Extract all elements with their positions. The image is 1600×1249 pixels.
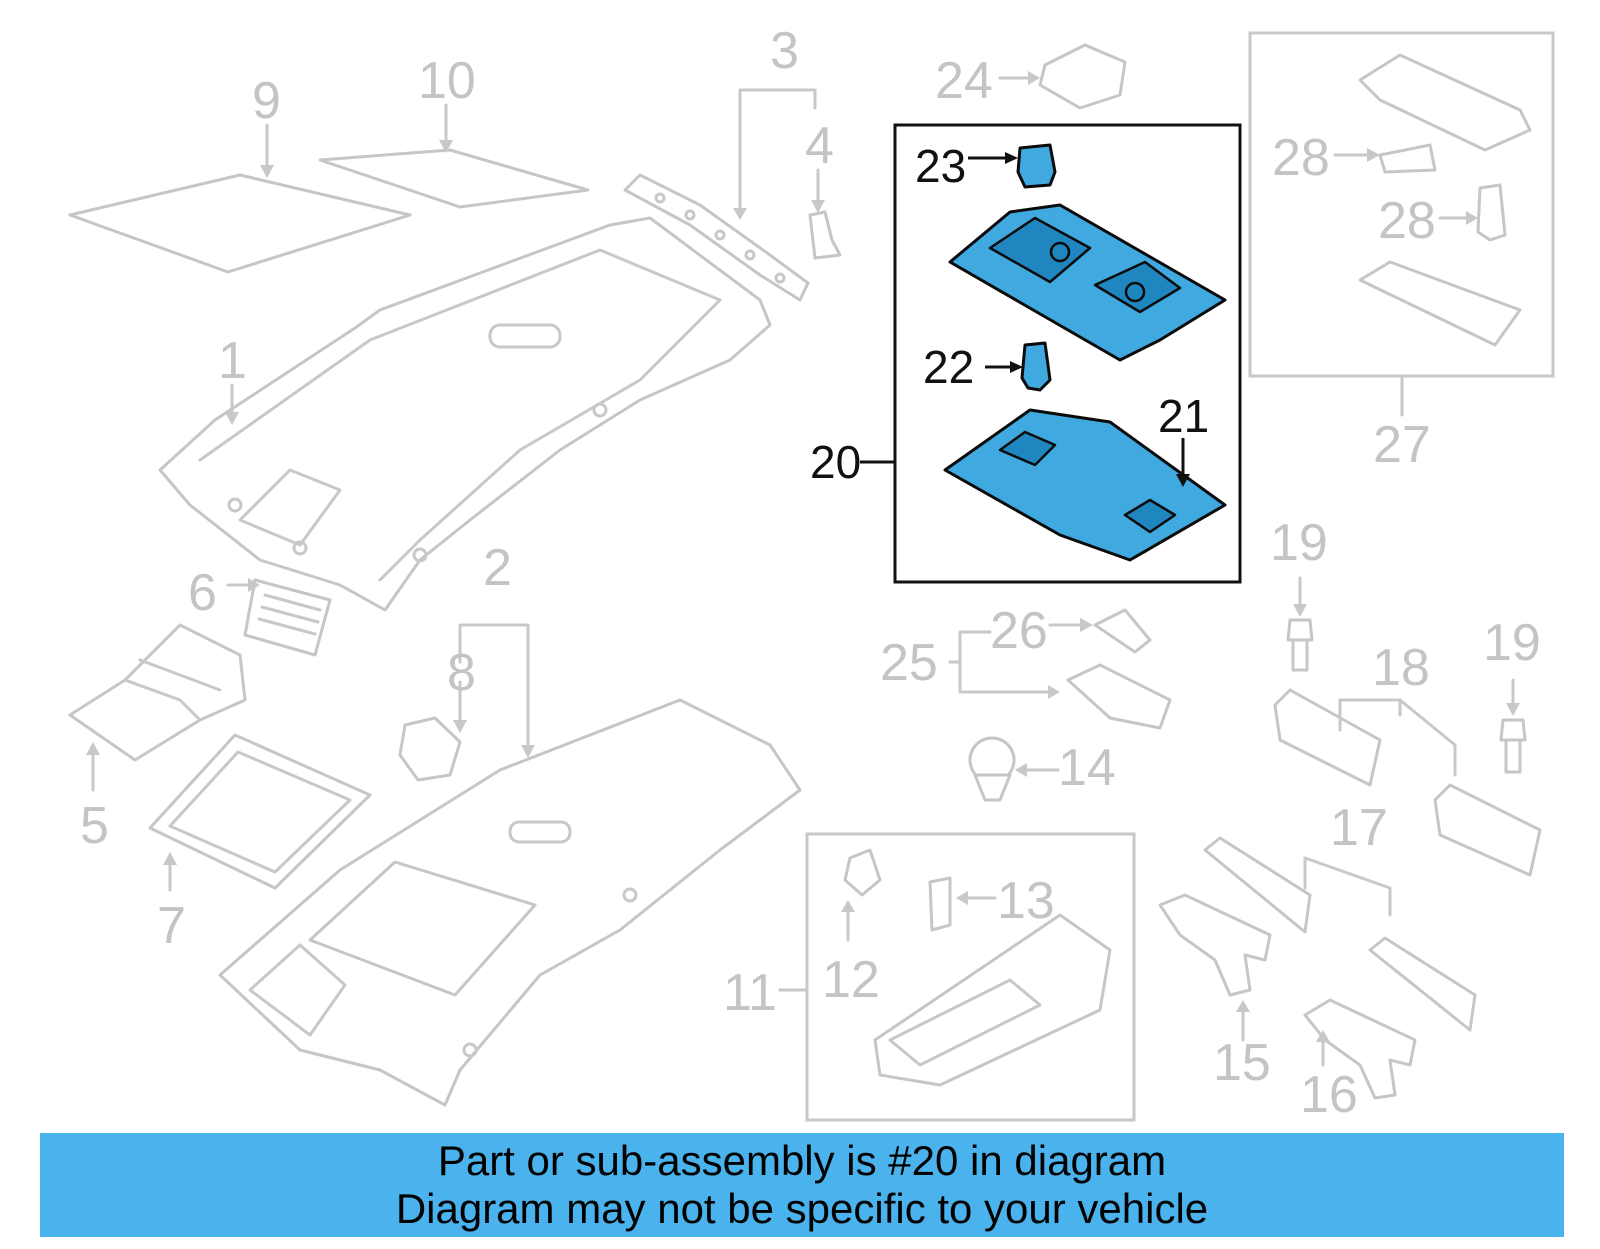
part-18-bracket <box>1273 688 1542 877</box>
callout-18: 18 <box>1372 639 1430 697</box>
callout-28a: 28 <box>1272 129 1330 187</box>
part-9-panel <box>68 173 412 274</box>
part-25-lamp <box>1066 663 1172 730</box>
part-17-grab-bracket <box>1203 836 1477 1032</box>
callout-19a: 19 <box>1270 514 1328 572</box>
callout-7: 7 <box>157 897 186 955</box>
part-24-switch <box>1038 43 1127 110</box>
part-2-headliner <box>218 698 802 1107</box>
part-10-panel <box>318 148 590 209</box>
callout-28b: 28 <box>1378 192 1436 250</box>
callout-23: 23 <box>915 140 966 192</box>
part-8-bracket <box>398 716 462 782</box>
assembly-27-box <box>1248 31 1555 378</box>
callout-19b: 19 <box>1483 614 1541 672</box>
part-14-plug <box>968 736 1016 802</box>
callout-2: 2 <box>483 539 512 597</box>
part-21-lens-cover <box>943 408 1227 562</box>
part-19-screw-b <box>1499 718 1527 774</box>
callout-1: 1 <box>218 332 247 390</box>
callout-27: 27 <box>1373 416 1431 474</box>
part-22-bulb <box>1020 341 1052 392</box>
callout-21: 21 <box>1158 390 1209 442</box>
callout-10: 10 <box>418 52 476 110</box>
part-23-bulb <box>1016 143 1057 189</box>
part-19-screw <box>1286 618 1314 672</box>
part-20-lamp-housing <box>948 203 1227 362</box>
callout-14: 14 <box>1058 739 1116 797</box>
part-15-handle <box>1158 893 1272 997</box>
info-banner: Part or sub-assembly is #20 in diagram D… <box>40 1133 1564 1237</box>
callout-12: 12 <box>822 951 880 1009</box>
callout-15: 15 <box>1213 1034 1271 1092</box>
callout-6: 6 <box>188 564 217 622</box>
part-26-bulb <box>1093 608 1152 654</box>
part-16-handle <box>1303 998 1417 1100</box>
callout-17: 17 <box>1330 799 1388 857</box>
part-5-console <box>68 623 247 762</box>
callout-4: 4 <box>805 117 834 175</box>
callout-5: 5 <box>80 797 109 855</box>
callout-24: 24 <box>935 52 993 110</box>
callout-9: 9 <box>252 72 281 130</box>
part-6-vent <box>243 578 332 657</box>
callout-11: 11 <box>723 964 777 1022</box>
part-1-headliner <box>158 216 772 612</box>
banner-line-1: Part or sub-assembly is #20 in diagram <box>437 1137 1167 1184</box>
callout-16: 16 <box>1300 1066 1358 1124</box>
banner-line-2: Diagram may not be specific to your vehi… <box>395 1185 1209 1232</box>
callout-3: 3 <box>770 22 799 80</box>
assembly-20-box <box>893 123 1242 584</box>
callout-20: 20 <box>810 436 861 488</box>
callout-13: 13 <box>997 872 1055 930</box>
callout-25: 25 <box>880 634 938 692</box>
callout-22: 22 <box>923 341 974 393</box>
part-7-frame <box>148 733 372 890</box>
callout-26: 26 <box>990 602 1048 660</box>
part-3-rail <box>623 173 810 302</box>
callout-8: 8 <box>447 644 476 702</box>
assembly-11-box <box>805 832 1136 1122</box>
part-4-clip <box>808 210 842 260</box>
